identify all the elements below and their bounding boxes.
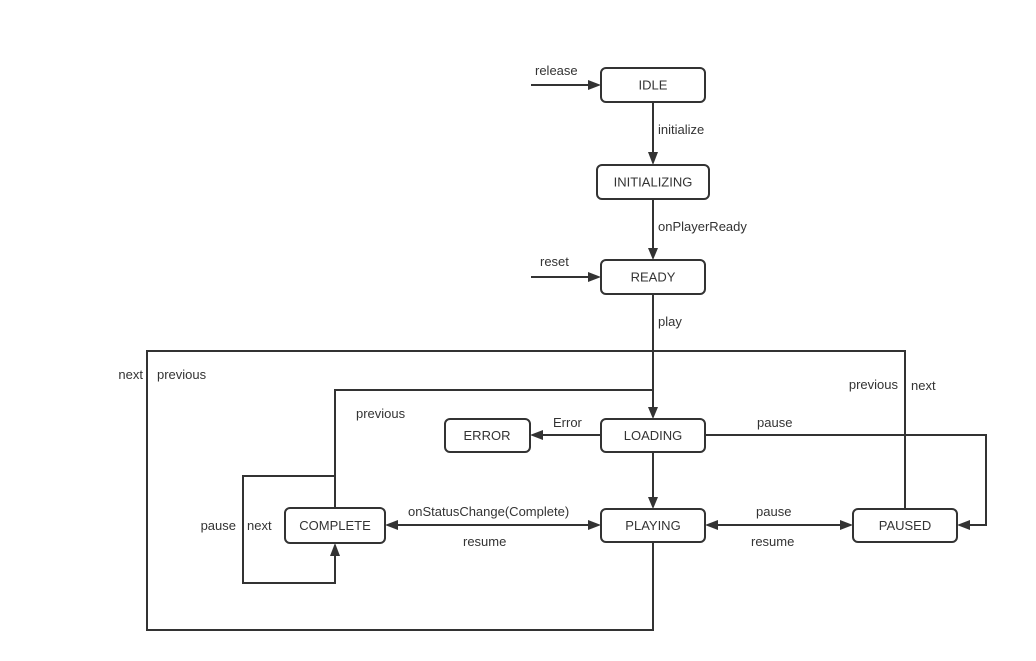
state-complete-label: COMPLETE <box>299 518 371 533</box>
state-ready: READY <box>600 259 706 295</box>
state-loading: LOADING <box>600 418 706 453</box>
state-complete-box <box>284 507 386 544</box>
arrowhead-loading-to-playing <box>648 497 658 509</box>
arrowhead-pause-into-paused-right <box>957 520 970 530</box>
state-paused: PAUSED <box>852 508 958 543</box>
arrowhead-error <box>530 430 543 440</box>
state-paused-label: PAUSED <box>879 518 932 533</box>
arrowhead-resume-into-playing-left <box>588 520 601 530</box>
arrowhead-resume-into-playing-right <box>705 520 718 530</box>
label-pause-loading: pause <box>757 415 792 430</box>
edge-pause-loading-to-paused <box>705 434 987 526</box>
state-paused-box <box>852 508 958 543</box>
label-error: Error <box>553 415 583 430</box>
arrowhead-release <box>588 80 601 90</box>
state-ready-label: READY <box>631 270 676 285</box>
state-initializing-label: INITIALIZING <box>614 175 693 190</box>
state-initializing-box <box>596 164 710 200</box>
label-initialize: initialize <box>658 122 704 137</box>
edge-outer-next-previous-loop <box>146 350 906 631</box>
arrowhead-initialize <box>648 152 658 165</box>
edge-complete-self-loop <box>242 475 336 584</box>
state-idle: IDLE <box>600 67 706 103</box>
arrowhead-on-player-ready <box>648 248 658 260</box>
arrowhead-pause-into-paused-left <box>840 520 853 530</box>
arrowhead-reset <box>588 272 601 282</box>
state-error-label: ERROR <box>464 428 511 443</box>
label-play: play <box>658 314 682 329</box>
label-resume-complete: resume <box>463 534 506 549</box>
label-reset: reset <box>540 254 569 269</box>
label-resume-paused: resume <box>751 534 794 549</box>
label-release: release <box>535 63 578 78</box>
state-initializing: INITIALIZING <box>596 164 710 200</box>
arrowhead-play <box>648 407 658 419</box>
label-previous-outer-right: previous <box>849 377 899 392</box>
state-error: ERROR <box>444 418 531 453</box>
state-playing-box <box>600 508 706 543</box>
label-previous-inner: previous <box>356 406 406 421</box>
label-next-outer-left: next <box>118 367 143 382</box>
label-next-outer-right: next <box>911 378 936 393</box>
arrowhead-loop-into-complete-bottom <box>330 543 340 556</box>
arrowhead-into-complete-right <box>385 520 398 530</box>
label-on-player-ready: onPlayerReady <box>658 219 747 234</box>
state-error-box <box>444 418 531 453</box>
state-playing: PLAYING <box>600 508 706 543</box>
state-complete: COMPLETE <box>284 507 386 544</box>
state-idle-box <box>600 67 706 103</box>
state-ready-box <box>600 259 706 295</box>
label-pause-complete-loop: pause <box>201 518 236 533</box>
state-loading-label: LOADING <box>624 428 683 443</box>
edge-previous-complete-to-loading <box>334 389 653 508</box>
label-on-status-change-complete: onStatusChange(Complete) <box>408 504 569 519</box>
label-pause-playing: pause <box>756 504 791 519</box>
label-next-complete-loop: next <box>247 518 272 533</box>
label-previous-outer-left: previous <box>157 367 207 382</box>
state-idle-label: IDLE <box>639 78 668 93</box>
state-loading-box <box>600 418 706 453</box>
state-playing-label: PLAYING <box>625 518 680 533</box>
